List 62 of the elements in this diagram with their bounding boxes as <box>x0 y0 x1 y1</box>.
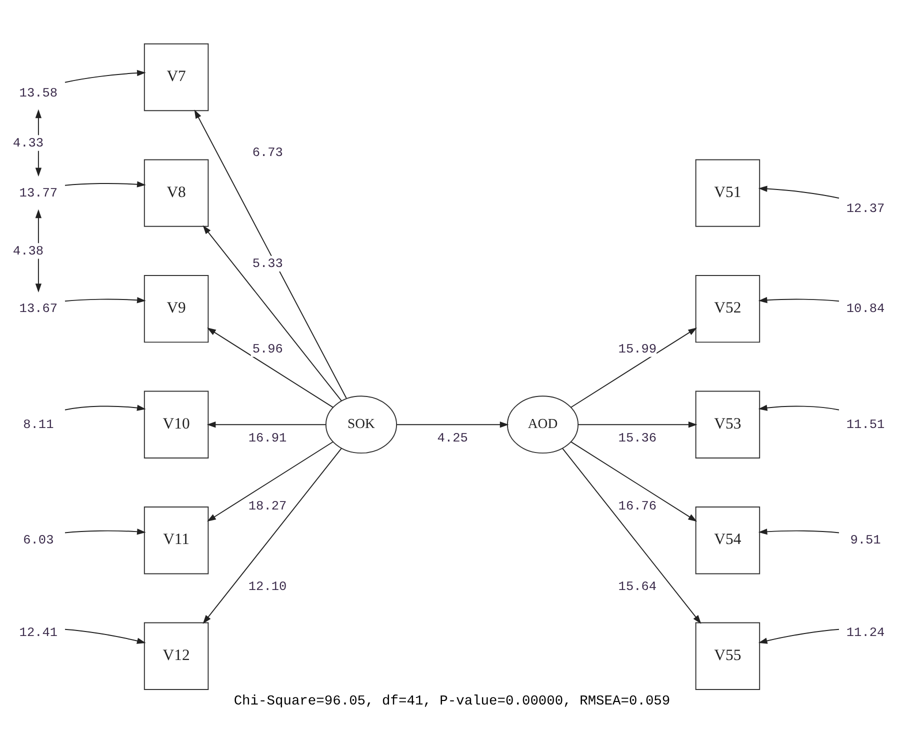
edge-label: 18.27 <box>248 498 287 514</box>
node-text: 6.03 <box>23 532 54 548</box>
edge-label: 5.96 <box>252 341 283 356</box>
arrow <box>64 404 146 411</box>
node-text: 8.11 <box>23 416 54 432</box>
edge-label: 15.64 <box>618 578 657 594</box>
arrow <box>758 186 840 199</box>
arrow <box>206 422 326 428</box>
arrow <box>64 70 146 83</box>
arrow <box>194 110 347 399</box>
edge-label: 4.25 <box>437 430 468 446</box>
caption: Chi-Square=96.05, df=41, P-value=0.00000, RMSEA=0.059 <box>234 694 670 710</box>
node-text: 10.84 <box>846 301 885 316</box>
node-box: V7 <box>144 43 209 112</box>
node-box: V51 <box>695 159 760 227</box>
node-text: 9.51 <box>850 532 881 548</box>
arrow <box>64 628 146 644</box>
node-text: 11.51 <box>846 416 885 432</box>
node-text: 11.24 <box>846 624 885 640</box>
arrow <box>202 448 342 624</box>
node-text: 13.67 <box>19 301 58 316</box>
arrow <box>570 328 698 408</box>
edge-label: 6.73 <box>252 145 283 160</box>
arrow <box>64 297 146 304</box>
arrow <box>202 225 342 402</box>
node-box: V52 <box>695 274 760 343</box>
arrow <box>758 628 840 644</box>
arrow <box>64 181 146 188</box>
node-ellipse: AOD <box>506 396 579 454</box>
arrow <box>207 328 334 408</box>
node-box: V55 <box>695 622 760 690</box>
edge-label: 16.91 <box>248 430 287 446</box>
edge-label: 15.36 <box>618 430 657 446</box>
edge-label: 16.76 <box>618 498 657 514</box>
edge-label: 5.33 <box>252 256 283 272</box>
arrow <box>758 297 840 304</box>
node-box: V8 <box>144 159 209 227</box>
arrow <box>396 422 509 428</box>
node-text: 13.58 <box>19 85 58 100</box>
arrow <box>758 404 840 411</box>
node-text: 12.41 <box>19 624 58 640</box>
node-box: V54 <box>695 506 760 574</box>
node-box: V53 <box>695 390 760 458</box>
edge-label: 12.10 <box>248 578 287 594</box>
node-box: V12 <box>144 622 209 690</box>
arrow <box>570 441 698 522</box>
edge-label: 4.33 <box>12 135 44 150</box>
arrow <box>64 528 146 535</box>
node-text: 13.77 <box>19 185 58 200</box>
node-box: V9 <box>144 274 209 343</box>
node-ellipse: SOK <box>325 396 398 454</box>
arrow <box>35 209 42 292</box>
node-text: 12.37 <box>846 201 885 216</box>
node-box: V10 <box>144 390 209 458</box>
arrow <box>578 422 698 428</box>
arrow <box>758 528 840 535</box>
arrow <box>207 441 334 522</box>
arrow <box>562 448 702 624</box>
arrow <box>35 109 42 177</box>
node-box: V11 <box>144 506 209 574</box>
edge-label: 15.99 <box>618 341 657 356</box>
edge-label: 4.38 <box>12 243 44 258</box>
